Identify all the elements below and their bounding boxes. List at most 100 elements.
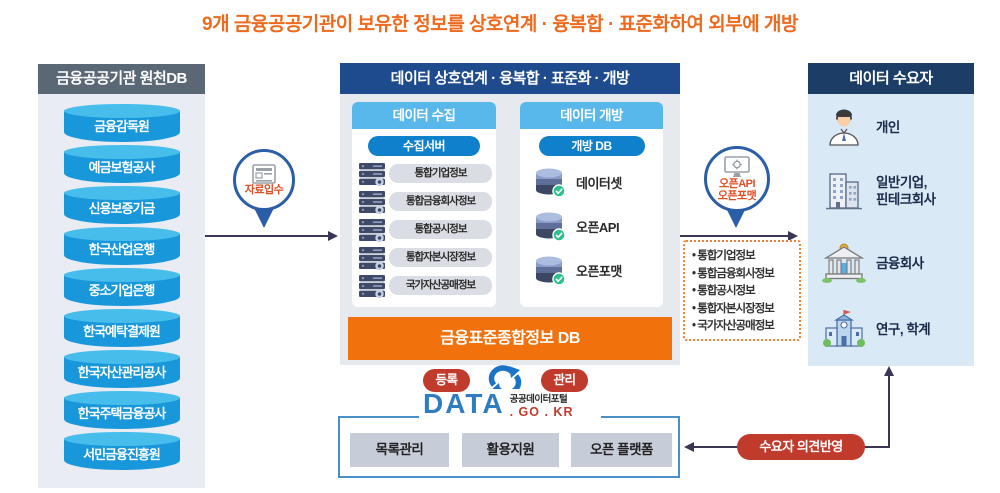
newspaper-icon bbox=[252, 164, 276, 184]
institution-label: 한국자산관리공사 bbox=[77, 365, 167, 380]
database-check-icon bbox=[536, 168, 566, 198]
server-label: 통합기업정보 bbox=[389, 164, 492, 183]
open-item-row: 오픈포맷 bbox=[532, 252, 657, 288]
consumer-row: 개인 bbox=[822, 105, 972, 149]
data-open-panel: 데이터 개방 개방 DB 데이터셋 오픈API 오픈포맷 bbox=[520, 102, 663, 307]
consumer-panel-header: 데이터 수요자 bbox=[808, 63, 974, 94]
standard-db-bar: 금융표준종합정보 DB bbox=[348, 317, 672, 360]
institution-cylinder: 한국예탁결제원 bbox=[63, 309, 180, 347]
server-row: 통합금융회사정보 bbox=[358, 189, 492, 214]
school-icon bbox=[823, 310, 865, 347]
ingest-flow-label: 자료입수 bbox=[244, 184, 284, 196]
register-pill: 등록 bbox=[423, 369, 470, 392]
ingest-flow-circle: 자료입수 bbox=[233, 149, 295, 211]
institution-cylinder: 신용보증기금 bbox=[63, 186, 180, 224]
institution-cylinder: 예금보험공사 bbox=[63, 145, 180, 183]
portal-button-catalog: 목록관리 bbox=[350, 433, 449, 467]
feedback-arrow-up bbox=[884, 366, 894, 376]
consumer-label: 금융회사 bbox=[876, 255, 924, 271]
institution-label: 한국예탁결제원 bbox=[83, 324, 161, 339]
consumer-label: 일반기업, 핀테크회사 bbox=[876, 175, 936, 207]
server-label: 국가자산공매정보 bbox=[389, 276, 492, 295]
institution-cylinder: 한국자산관리공사 bbox=[63, 350, 180, 388]
server-label: 통합자본시장정보 bbox=[389, 248, 492, 267]
consumer-panel: 데이터 수요자 개인 bbox=[808, 63, 974, 366]
consumer-label: 연구, 학계 bbox=[876, 321, 931, 337]
feedback-arrow-left bbox=[684, 442, 694, 452]
process-panel: 데이터 상호연계 · 융복합 · 표준화 · 개방 데이터 수집 수집서버 통합… bbox=[340, 63, 680, 365]
ingest-arrow-line bbox=[205, 235, 335, 237]
institution-label: 신용보증기금 bbox=[88, 201, 156, 216]
server-icon bbox=[359, 246, 385, 270]
server-row: 통합공시정보 bbox=[358, 217, 492, 242]
data-collect-panel: 데이터 수집 수집서버 통합기업정보 통합금융회사정보 통합공시정보 통합자본시… bbox=[352, 102, 496, 307]
institution-label: 서민금융진흥원 bbox=[83, 447, 161, 462]
consumer-row: 일반기업, 핀테크회사 bbox=[822, 169, 972, 213]
institution-label: 중소기업은행 bbox=[88, 283, 156, 298]
portal-button-support: 활용지원 bbox=[462, 433, 559, 467]
institution-cylinder: 한국주택금융공사 bbox=[63, 391, 180, 429]
open-info-item: 통합자본시장정보 bbox=[692, 301, 799, 319]
logo-portal-text: 공공데이터포털 bbox=[509, 394, 568, 405]
server-icon bbox=[359, 274, 385, 298]
institution-label: 예금보험공사 bbox=[88, 160, 156, 175]
data-go-kr-logo: DATA 공공데이터포털 . GO . KR bbox=[419, 389, 601, 421]
server-row: 국가자산공매정보 bbox=[358, 273, 492, 298]
open-flow-label-line1: 오픈API bbox=[718, 178, 756, 190]
source-db-panel: 금융공공기관 원천DB 금융감독원 예금보험공사 신용보증기금 한국산업은행 중… bbox=[38, 64, 205, 488]
monitor-gear-icon bbox=[724, 156, 750, 177]
institution-label: 한국산업은행 bbox=[88, 242, 156, 257]
open-arrow-head bbox=[788, 231, 798, 241]
institution-cylinder: 서민금융진흥원 bbox=[63, 432, 180, 470]
consumer-row: 연구, 학계 bbox=[822, 307, 972, 351]
server-icon bbox=[359, 162, 385, 186]
manage-pill: 관리 bbox=[541, 369, 588, 392]
open-item-label: 오픈포맷 bbox=[576, 263, 622, 279]
person-icon bbox=[829, 109, 859, 146]
open-info-item: 통합공시정보 bbox=[692, 283, 799, 301]
logo-data-text: DATA bbox=[423, 388, 505, 419]
ingest-circle-pointer bbox=[253, 206, 275, 228]
institution-label: 한국주택금융공사 bbox=[77, 406, 167, 421]
source-db-panel-header: 금융공공기관 원천DB bbox=[38, 64, 205, 94]
open-item-label: 오픈API bbox=[576, 219, 620, 235]
institution-list: 금융감독원 예금보험공사 신용보증기금 한국산업은행 중소기업은행 한국예탁결제… bbox=[38, 94, 205, 480]
institution-label: 금융감독원 bbox=[94, 119, 150, 134]
portal-box: 목록관리 활용지원 오픈 플랫폼 bbox=[338, 416, 680, 478]
page-title: 9개 금융공공기관이 보유한 정보를 상호연계 · 융복합 · 표준화하여 외부… bbox=[202, 14, 798, 35]
feedback-pill: 수요자 의견반영 bbox=[737, 434, 865, 460]
institution-cylinder: 한국산업은행 bbox=[63, 227, 180, 265]
process-panel-header: 데이터 상호연계 · 융복합 · 표준화 · 개방 bbox=[340, 63, 680, 94]
open-info-box: 통합기업정보 통합금융회사정보 통합공시정보 통합자본시장정보 국가자산공매정보 bbox=[683, 240, 801, 341]
consumer-label: 개인 bbox=[876, 119, 900, 135]
database-check-icon bbox=[536, 212, 566, 242]
collect-server-badge: 수집서버 bbox=[368, 136, 480, 156]
open-info-item: 국가자산공매정보 bbox=[692, 318, 799, 336]
logo-domain-text: . GO . KR bbox=[509, 405, 574, 419]
open-flow-label-line2: 오픈포맷 bbox=[717, 190, 757, 202]
open-flow-circle: 오픈API 오픈포맷 bbox=[704, 146, 770, 212]
server-label: 통합금융회사정보 bbox=[389, 192, 492, 211]
open-info-item: 통합금융회사정보 bbox=[692, 266, 799, 284]
open-item-row: 오픈API bbox=[532, 208, 657, 244]
open-item-label: 데이터셋 bbox=[576, 175, 622, 191]
database-check-icon bbox=[536, 256, 566, 286]
data-collect-header: 데이터 수집 bbox=[352, 102, 496, 129]
open-item-row: 데이터셋 bbox=[532, 164, 657, 200]
open-info-item: 통합기업정보 bbox=[692, 248, 799, 266]
server-row: 통합기업정보 bbox=[358, 161, 492, 186]
company-icon bbox=[826, 173, 862, 210]
data-open-header: 데이터 개방 bbox=[520, 102, 663, 129]
consumer-row: 금융회사 bbox=[822, 241, 972, 285]
bank-icon bbox=[822, 243, 866, 283]
server-icon bbox=[359, 218, 385, 242]
server-label: 통합공시정보 bbox=[389, 220, 492, 239]
server-icon bbox=[359, 190, 385, 214]
open-arrow-line bbox=[680, 235, 792, 237]
server-row: 통합자본시장정보 bbox=[358, 245, 492, 270]
feedback-line-vertical bbox=[888, 374, 890, 448]
ingest-arrow-head bbox=[328, 231, 338, 241]
portal-button-open-platform: 오픈 플랫폼 bbox=[571, 433, 672, 467]
institution-cylinder: 금융감독원 bbox=[63, 104, 180, 142]
